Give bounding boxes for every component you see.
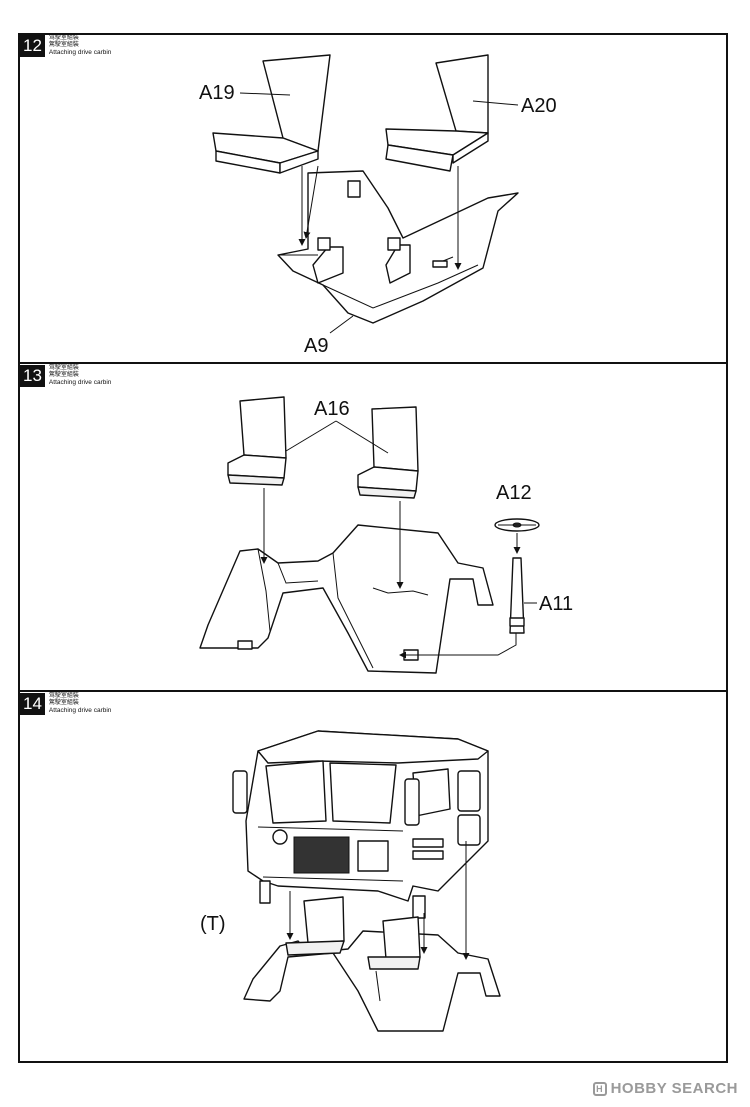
steering-column-a11 bbox=[509, 557, 525, 634]
seat-a19 bbox=[212, 54, 331, 174]
step-12-diagram: A19 A20 A9 bbox=[199, 54, 557, 357]
step-number: 13 bbox=[20, 365, 45, 387]
cabin-floor bbox=[199, 524, 494, 674]
label-a9: A9 bbox=[304, 335, 328, 357]
seat-a16-left bbox=[227, 396, 287, 486]
step-number: 14 bbox=[20, 693, 45, 715]
floor-a9 bbox=[277, 170, 519, 324]
steering-wheel-a12 bbox=[494, 518, 540, 532]
page-frame bbox=[18, 33, 728, 1063]
step-14-diagram: (T) bbox=[200, 730, 501, 1032]
step-number: 12 bbox=[20, 35, 45, 57]
step-header: 13 驾駛室組裝 駕駛室組裝 Attaching drive carbin bbox=[20, 365, 111, 387]
label-a19: A19 bbox=[199, 82, 235, 104]
step-13-diagram: A16 A12 A11 bbox=[199, 396, 573, 674]
step-14: 14 驾駛室組裝 駕駛室組裝 Attaching drive carbin bbox=[18, 691, 728, 1061]
watermark-text: HOBBY SEARCH bbox=[610, 1080, 738, 1097]
step-caption: 驾駛室組裝 駕駛室組裝 Attaching drive carbin bbox=[48, 365, 112, 386]
label-transparent: (T) bbox=[200, 913, 226, 935]
seat-a20 bbox=[385, 54, 489, 172]
label-a12: A12 bbox=[496, 482, 532, 504]
seat-a16-right bbox=[357, 406, 419, 499]
truck-cab bbox=[232, 730, 489, 919]
label-a16: A16 bbox=[314, 398, 350, 420]
label-a20: A20 bbox=[521, 95, 557, 117]
step-13: 13 驾駛室組裝 駕駛室組裝 Attaching drive carbin bbox=[18, 363, 728, 690]
step-divider bbox=[18, 362, 728, 364]
step-12: 12 驾駛室組裝 駕駛室組裝 Attaching drive carbin bbox=[18, 33, 728, 362]
label-a11: A11 bbox=[539, 593, 573, 615]
watermark-logo-icon: H bbox=[592, 1081, 607, 1096]
step-header: 14 驾駛室組裝 駕駛室組裝 Attaching drive carbin bbox=[20, 693, 111, 715]
watermark: H HOBBY SEARCH bbox=[592, 1080, 738, 1097]
step-caption: 驾駛室組裝 駕駛室組裝 Attaching drive carbin bbox=[48, 693, 112, 714]
step-divider bbox=[18, 690, 728, 692]
step-header: 12 驾駛室組裝 駕駛室組裝 Attaching drive carbin bbox=[20, 35, 111, 57]
step-caption: 驾駛室組裝 駕駛室組裝 Attaching drive carbin bbox=[48, 35, 112, 56]
cabin-floor-with-seats bbox=[243, 896, 501, 1032]
